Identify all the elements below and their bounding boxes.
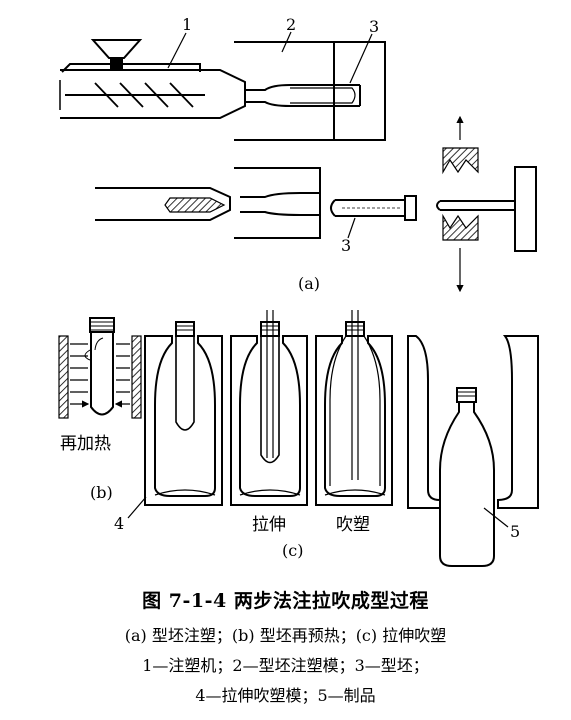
process-diagram: 1 2 3 3 (a) 再加热 (b) 4 拉伸 吹塑 5 (c) xyxy=(58,15,539,567)
caption-legend-1: 1—注塑机；2—型坯注塑模；3—型坯； xyxy=(142,656,429,675)
blow-label: 吹塑 xyxy=(336,515,370,535)
panel-label-b: (b) xyxy=(90,483,113,502)
stretch-blow-mold-3 xyxy=(315,310,393,506)
neck-split-mold xyxy=(442,115,479,293)
panel-label-c: (c) xyxy=(282,541,303,560)
figure-labels: 1 2 3 3 (a) 再加热 (b) 4 拉伸 吹塑 5 (c) xyxy=(60,15,520,560)
stretch-rod xyxy=(266,310,274,458)
injection-machine xyxy=(59,39,246,119)
callout-2: 2 xyxy=(286,15,296,34)
stretch-label: 拉伸 xyxy=(252,515,286,535)
reheat-station xyxy=(58,317,142,419)
callout-5: 5 xyxy=(510,522,520,541)
stretch-blow-mold-1 xyxy=(144,321,223,506)
caption-panels: (a) 型坯注塑；(b) 型坯再预热；(c) 拉伸吹塑 xyxy=(124,626,447,645)
figure-title: 图 7-1-4 两步法注拉吹成型过程 xyxy=(142,590,429,612)
hopper xyxy=(90,39,143,59)
ejected-preform xyxy=(330,195,417,221)
callout-3: 3 xyxy=(341,236,351,255)
callout-4: 4 xyxy=(114,514,124,533)
callout-1: 1 xyxy=(182,15,192,34)
preform-mold-top xyxy=(234,41,386,141)
stretch-blow-mold-2 xyxy=(230,310,308,506)
preform-mold-open xyxy=(234,167,321,239)
mold-half-right xyxy=(497,335,539,509)
reheated-preform xyxy=(90,333,114,416)
callout-3-top: 3 xyxy=(369,17,379,36)
core-rod xyxy=(436,166,537,252)
mold-half-left xyxy=(407,335,441,509)
injection-machine-retracted xyxy=(95,187,231,221)
reheat-label: 再加热 xyxy=(60,434,111,454)
finished-bottle xyxy=(439,387,495,567)
panel-label-a: (a) xyxy=(298,274,320,293)
preform-cavity xyxy=(290,87,356,104)
caption-legend-2: 4—拉伸吹塑模；5—制品 xyxy=(195,686,376,705)
